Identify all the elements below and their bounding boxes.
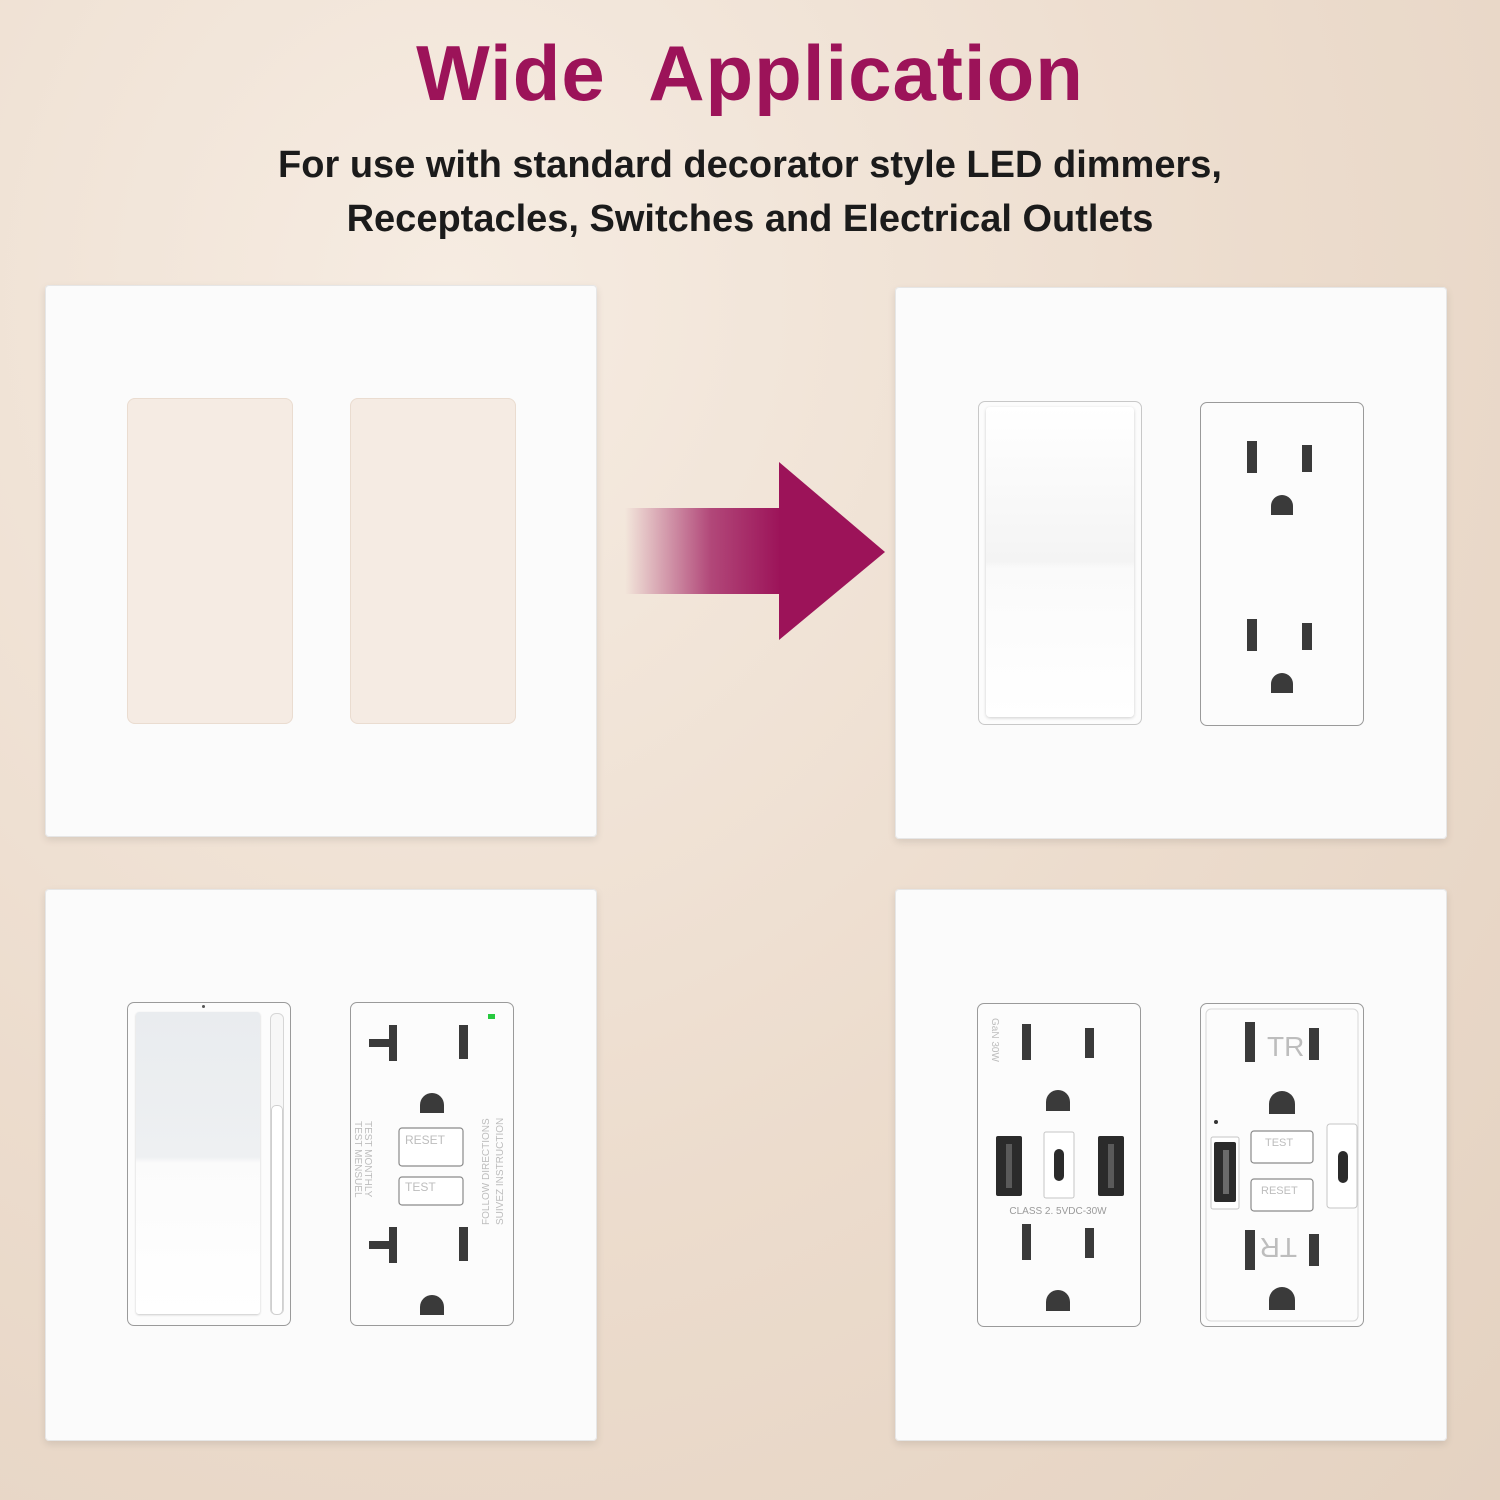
dimmer-slider-handle	[271, 1105, 283, 1315]
gfci-receptacle: RESET TEST TEST MONTHLY TEST MENSUEL FOL…	[350, 1002, 514, 1326]
reset-button[interactable]	[1250, 1178, 1314, 1212]
class-label: CLASS 2. 5VDC-30W	[1009, 1206, 1107, 1217]
slot-neutral	[1309, 1028, 1319, 1060]
t-slot	[369, 1241, 395, 1249]
usb-receptacle: GaN 30W CLASS 2. 5VDC-30W	[977, 1003, 1141, 1327]
tr-reset-label: RESET	[1261, 1185, 1298, 1197]
slot-neutral	[1085, 1228, 1094, 1258]
t-slot	[389, 1227, 397, 1263]
rocker-paddle	[986, 407, 1134, 717]
slot-neutral	[1302, 445, 1312, 472]
tr-mark-bottom: TR	[1260, 1232, 1297, 1263]
reset-label: RESET	[405, 1133, 446, 1147]
usb-receptacle-face: GaN 30W CLASS 2. 5VDC-30W	[989, 1018, 1124, 1311]
usb-a-tongue	[1006, 1144, 1012, 1188]
slot-hot	[1247, 619, 1257, 651]
slot-neutral	[459, 1227, 468, 1261]
usb-c-port[interactable]	[1054, 1149, 1064, 1181]
decorator-switch	[978, 401, 1142, 725]
empty-wall-plate	[45, 285, 597, 837]
gfci-right-print: FOLLOW DIRECTIONS	[481, 1118, 492, 1225]
t-slot	[389, 1025, 397, 1061]
switch-receptacle-plate	[895, 287, 1447, 839]
dimmer-gfci-plate: RESET TEST TEST MONTHLY TEST MENSUEL FOL…	[45, 889, 597, 1441]
slot-hot	[1247, 441, 1257, 473]
test-button[interactable]	[1250, 1130, 1314, 1164]
slot-neutral	[1085, 1028, 1094, 1058]
duplex-receptacle	[1200, 402, 1364, 726]
slide-dimmer	[127, 1002, 291, 1326]
arrow-right-icon	[625, 462, 885, 640]
ground-hole	[420, 1093, 444, 1113]
plate-opening-right	[350, 398, 516, 724]
usb-outlets-plate: GaN 30W CLASS 2. 5VDC-30W TR	[895, 889, 1447, 1441]
status-led	[488, 1014, 495, 1019]
gan-label: GaN 30W	[989, 1018, 1000, 1062]
tr-usb-gfci-receptacle: TR TEST RESET TR	[1200, 1003, 1364, 1327]
tr-mark-top: TR	[1267, 1031, 1304, 1062]
tr-test-label: TEST	[1265, 1137, 1293, 1149]
slot-hot	[1022, 1224, 1031, 1260]
indicator-dot	[1214, 1120, 1218, 1124]
test-label: TEST	[405, 1180, 436, 1194]
slot-hot	[1022, 1024, 1031, 1060]
gfci-face: RESET TEST TEST MONTHLY TEST MENSUEL FOL…	[352, 1014, 506, 1315]
ground-hole	[420, 1295, 444, 1315]
ground-hole	[1046, 1090, 1070, 1111]
ground-hole	[1269, 1091, 1295, 1114]
slot-neutral	[459, 1025, 468, 1059]
usb-a-tongue	[1108, 1144, 1114, 1188]
usb-a-tongue	[1223, 1150, 1229, 1194]
gfci-left-print-2: TEST MENSUEL	[352, 1121, 363, 1198]
dimmer-slider-track	[270, 1013, 284, 1315]
receptacle-face	[1247, 441, 1312, 693]
ground-hole	[1271, 673, 1293, 693]
gfci-right-print-2: SUIVEZ INSTRUCTION	[495, 1118, 506, 1225]
tr-receptacle-face: TR TEST RESET TR	[1205, 1008, 1359, 1322]
slot-neutral	[1309, 1234, 1319, 1266]
reset-button[interactable]	[398, 1127, 464, 1167]
slot-hot	[1245, 1022, 1255, 1062]
ground-hole	[1269, 1287, 1295, 1310]
slot-hot	[1245, 1230, 1255, 1270]
usb-c-port[interactable]	[1338, 1151, 1348, 1183]
gfci-left-print: TEST MONTHLY	[362, 1121, 373, 1198]
page-title: Wide Application	[416, 29, 1084, 117]
inner-frame	[1205, 1008, 1359, 1322]
slot-neutral	[1302, 623, 1312, 650]
ground-hole	[1046, 1290, 1070, 1311]
subtitle-line-2: Receptacles, Switches and Electrical Out…	[346, 198, 1154, 240]
plate-opening-left	[127, 398, 293, 724]
led-indicator	[202, 1005, 205, 1008]
page-subtitle: For use with standard decorator style LE…	[0, 138, 1500, 246]
subtitle-line-1: For use with standard decorator style LE…	[278, 144, 1222, 186]
ground-hole	[1271, 495, 1293, 515]
t-slot	[369, 1039, 395, 1047]
test-button[interactable]	[398, 1176, 464, 1206]
dimmer-paddle	[136, 1012, 260, 1314]
